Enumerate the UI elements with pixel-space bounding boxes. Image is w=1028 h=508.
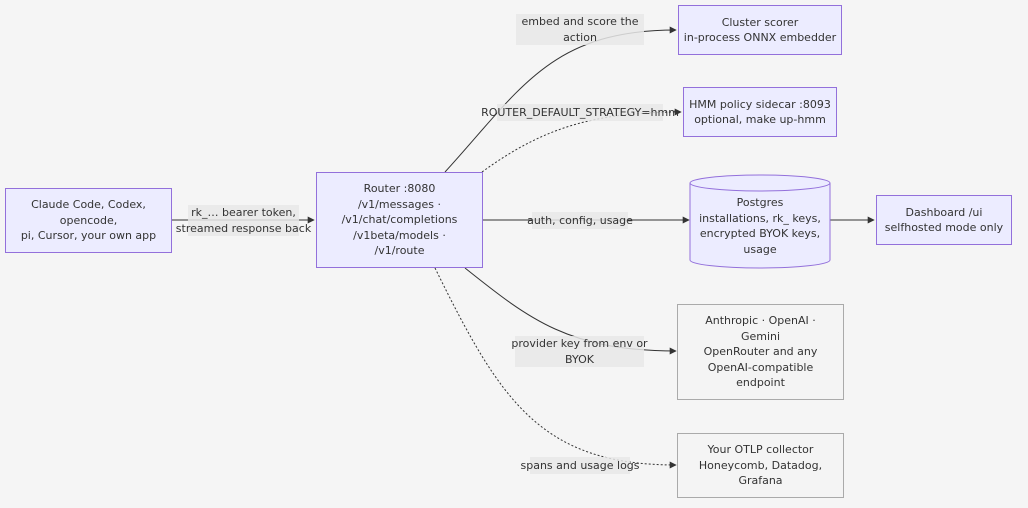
edge-router-hmm-sidecar: [481, 108, 682, 173]
edge-router-otlp: [434, 267, 677, 469]
providers-line: endpoint: [736, 376, 785, 390]
otlp-line: Grafana: [738, 474, 783, 488]
otlp-collector-node: Your OTLP collector Honeycomb, Datadog, …: [677, 433, 844, 498]
router-line: /v1/route: [374, 244, 425, 258]
router-line: Router :8080: [363, 182, 436, 196]
clients-line: pi, Cursor, your own app: [20, 229, 157, 243]
hmm-sidecar-line: optional, make up-hmm: [694, 113, 826, 126]
providers-line: OpenRouter and any: [703, 345, 818, 359]
clients-line: opencode,: [59, 213, 118, 227]
dashboard-line: selfhosted mode only: [884, 221, 1004, 234]
edge-label-embed: embed and score the action: [516, 14, 644, 45]
cluster-scorer-node: Cluster scorer in-process ONNX embedder: [678, 5, 842, 55]
router-line: /v1/messages ·: [357, 197, 442, 211]
edge-label-line: ROUTER_DEFAULT_STRATEGY=hmm: [481, 105, 679, 119]
clients-node: Claude Code, Codex, opencode, pi, Cursor…: [5, 188, 172, 253]
providers-line: OpenAI-compatible: [707, 360, 814, 374]
edge-label-line: streamed response back: [175, 221, 312, 235]
edge-router-cluster-scorer: [444, 26, 677, 173]
postgres-node: Postgres installations, rk_ keys, encryp…: [690, 190, 830, 262]
otlp-line: Honeycomb, Datadog,: [698, 458, 823, 472]
edge-label-provider-key: provider key from env or BYOK: [511, 336, 648, 367]
otlp-line: Your OTLP collector: [707, 443, 814, 457]
clients-line: Claude Code, Codex,: [31, 198, 146, 212]
edge-label-line: embed and score the: [521, 15, 639, 28]
edge-label-line: BYOK: [565, 352, 594, 366]
hmm-sidecar-line: HMM policy sidecar :8093: [689, 97, 831, 111]
edge-label-auth: auth, config, usage: [527, 212, 633, 229]
cluster-scorer-line: in-process ONNX embedder: [683, 31, 837, 44]
providers-line: Gemini: [740, 329, 781, 343]
edge-label-strategy: ROUTER_DEFAULT_STRATEGY=hmm: [481, 104, 679, 121]
edge-label-line: provider key from env or: [511, 337, 648, 350]
router-node: Router :8080 /v1/messages · /v1/chat/com…: [316, 172, 483, 268]
postgres-line: encrypted BYOK keys,: [699, 227, 821, 240]
dashboard-node: Dashboard /ui selfhosted mode only: [876, 195, 1012, 245]
providers-node: Anthropic · OpenAI · Gemini OpenRouter a…: [677, 304, 844, 400]
postgres-line: usage: [743, 242, 777, 256]
postgres-line: installations, rk_ keys,: [699, 211, 821, 225]
postgres-line: Postgres: [736, 196, 784, 209]
dashboard-line: Dashboard /ui: [905, 205, 983, 219]
edge-label-bearer: rk_… bearer token, streamed response bac…: [176, 205, 311, 236]
edge-label-spans: spans and usage logs: [520, 457, 640, 474]
edge-label-line: rk_… bearer token,: [191, 206, 296, 219]
router-line: /v1/chat/completions: [341, 213, 458, 227]
edge-label-line: action: [563, 30, 597, 44]
providers-line: Anthropic · OpenAI ·: [705, 314, 816, 328]
router-line: /v1beta/models ·: [353, 228, 446, 242]
edge-label-line: auth, config, usage: [527, 213, 633, 227]
edge-label-line: spans and usage logs: [520, 458, 640, 472]
cluster-scorer-line: Cluster scorer: [721, 15, 799, 29]
hmm-sidecar-node: HMM policy sidecar :8093 optional, make …: [683, 87, 837, 137]
postgres-cylinder: [689, 174, 831, 269]
